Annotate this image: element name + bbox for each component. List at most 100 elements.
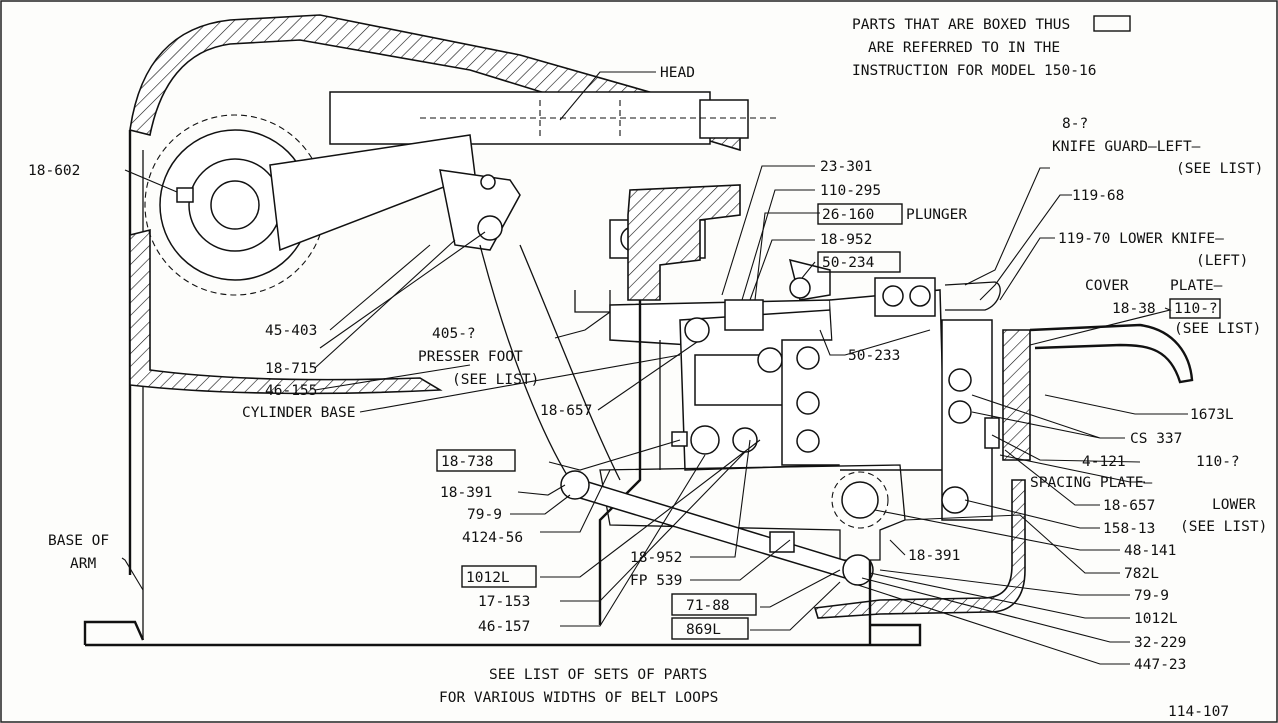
label-18-391-left: 18-391 [440, 485, 492, 501]
label-presser-foot: PRESSER FOOT [418, 349, 523, 365]
set-screw-18-602 [176, 187, 194, 203]
label-79-9-right: 79-9 [1134, 588, 1169, 604]
head-lower-casting [627, 184, 741, 301]
label-79-9-left: 79-9 [467, 507, 502, 523]
box-869L [671, 617, 749, 640]
footer-line-1: SEE LIST OF SETS OF PARTS [489, 667, 707, 683]
label-plunger: PLUNGER [906, 207, 967, 223]
label-lower: LOWER [1212, 497, 1256, 513]
box-18-738 [436, 449, 516, 472]
label-447-23: 447-23 [1134, 657, 1186, 673]
set-screw-18-738 [671, 431, 688, 447]
label-18-738: 18-738 [441, 454, 493, 470]
lower-knife [944, 281, 1001, 311]
label-plate: PLATE— [1170, 278, 1223, 294]
label-see-list-1: (SEE LIST) [1176, 161, 1263, 177]
lower-guard-hatch [813, 479, 1026, 619]
label-cover: COVER [1085, 278, 1129, 294]
presser-foot-bar [574, 290, 611, 313]
cs337-screw-2 [948, 400, 972, 424]
part-labels: HEAD 18-602 23-301 110-295 26-160 PLUNGE… [28, 65, 1267, 673]
label-110-295: 110-295 [820, 183, 881, 199]
note-line-1: PARTS THAT ARE BOXED THUS [852, 17, 1070, 33]
label-110-q-top: 110-? [1174, 301, 1218, 317]
footer-line-2: FOR VARIOUS WIDTHS OF BELT LOOPS [439, 690, 718, 706]
slide-screw-1 [796, 346, 820, 370]
label-18-391-right: 18-391 [908, 548, 960, 564]
box-50-234 [817, 251, 901, 273]
wheel-bore [210, 180, 260, 230]
label-45-403: 45-403 [265, 323, 317, 339]
box-1012L-left [461, 565, 537, 588]
note-sample-box [1093, 15, 1131, 32]
footer-notes: SEE LIST OF SETS OF PARTS FOR VARIOUS WI… [439, 667, 1229, 720]
figure-number: 114-107 [1168, 704, 1229, 720]
presser-foot-arm [519, 244, 621, 481]
label-see-list-3: (SEE LIST) [452, 372, 539, 388]
wheel-48-141 [841, 481, 879, 519]
label-48-141: 48-141 [1124, 543, 1176, 559]
label-18-657-mid: 18-657 [540, 403, 592, 419]
boxed-parts-note: PARTS THAT ARE BOXED THUS ARE REFERRED T… [852, 15, 1131, 79]
label-1673L: 1673L [1190, 407, 1234, 423]
label-18-38: 18-38 [1112, 301, 1156, 317]
screw-17-153 [732, 427, 758, 453]
label-50-234: 50-234 [822, 255, 875, 271]
label-869L: 869L [686, 622, 721, 638]
rod-collar [769, 531, 795, 553]
label-4-121: 4-121 [1082, 454, 1126, 470]
label-4124-56: 4124-56 [462, 530, 523, 546]
label-18-952-top: 18-952 [820, 232, 872, 248]
screw-4-121 [984, 417, 1000, 449]
label-32-229: 32-229 [1134, 635, 1186, 651]
cover-plate-shape [1029, 323, 1194, 384]
knife-housing [829, 289, 946, 471]
screw-46-155 [757, 347, 783, 373]
shaft-hidden-lines [420, 100, 780, 140]
lever-link [439, 169, 521, 251]
label-26-160: 26-160 [822, 207, 874, 223]
label-46-155: 46-155 [265, 383, 317, 399]
base-foot-left [83, 620, 145, 645]
guard-screw-2 [909, 285, 931, 307]
label-46-157: 46-157 [478, 619, 530, 635]
label-405: 405-? [432, 326, 476, 342]
rod-nut-left [560, 470, 590, 500]
label-cylinder-base: CYLINDER BASE [242, 405, 356, 421]
label-119-70: 119-70 LOWER KNIFE— [1058, 231, 1224, 247]
center-mechanism [479, 244, 1001, 645]
label-158-13: 158-13 [1103, 521, 1155, 537]
note-line-3: INSTRUCTION FOR MODEL 150-16 [852, 63, 1096, 79]
box-110-q-top [1169, 298, 1221, 319]
label-71-88: 71-88 [686, 598, 730, 614]
label-8: 8-? [1062, 116, 1088, 132]
label-left-paren: (LEFT) [1196, 253, 1248, 269]
screw-18-738 [690, 425, 720, 455]
box-71-88 [671, 593, 757, 616]
right-casting [1002, 329, 1031, 461]
label-1012L-left: 1012L [466, 570, 510, 586]
feed-rod [569, 477, 851, 579]
label-knife-guard: KNIFE GUARD—LEFT— [1052, 139, 1201, 155]
label-17-153: 17-153 [478, 594, 530, 610]
label-1012L-right: 1012L [1134, 611, 1178, 627]
slide-screw-3 [796, 429, 820, 453]
label-fp539: FP 539 [630, 573, 682, 589]
cs337-screw-1 [948, 368, 972, 392]
plunger-stud [789, 277, 811, 299]
screw-158-13 [941, 486, 969, 514]
lever-stud [477, 215, 503, 241]
label-18-602: 18-602 [28, 163, 80, 179]
base-bottom [85, 623, 922, 647]
arm-bed-hatch [129, 228, 443, 395]
label-110-q-right: 110-? [1196, 454, 1240, 470]
slide-screw-2 [796, 391, 820, 415]
label-arm: ARM [70, 556, 96, 572]
screw-18-657 [684, 317, 710, 343]
label-head: HEAD [660, 65, 695, 81]
label-18-657-right: 18-657 [1103, 498, 1155, 514]
label-23-301: 23-301 [820, 159, 872, 175]
